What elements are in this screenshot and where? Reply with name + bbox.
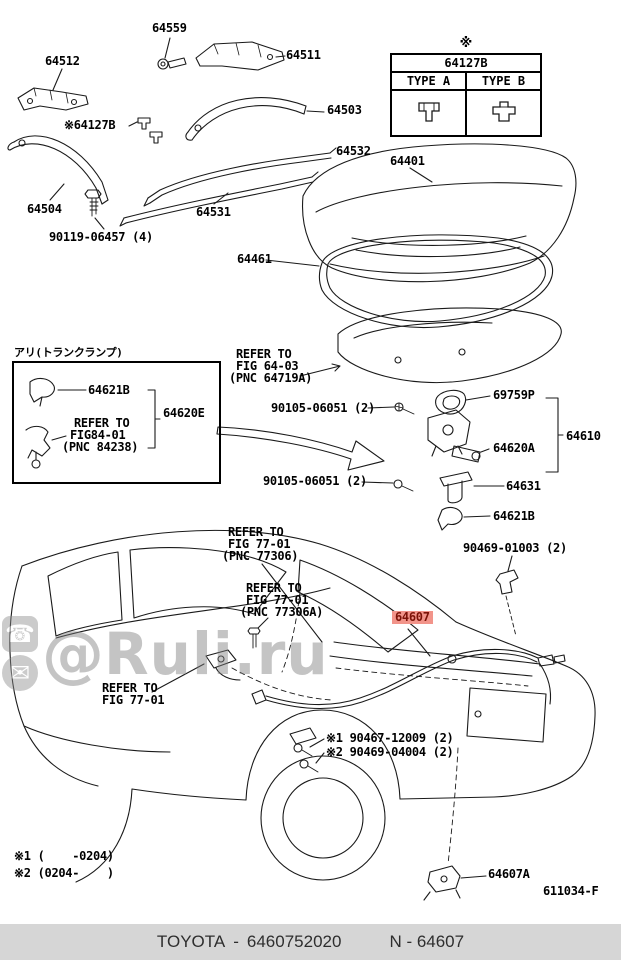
refer-leader-lines xyxy=(151,563,323,693)
part-label-lamp-64621b: 64621B xyxy=(88,383,130,397)
bracket-64607a-drawing xyxy=(423,865,487,901)
footer-brand: TOYOTA xyxy=(156,932,226,951)
part-label-b64401: 64401 xyxy=(390,154,425,168)
footer-bar: TOYOTA - 6460752020 N - 64607 xyxy=(0,924,621,960)
hinge-64504-drawing xyxy=(7,135,109,205)
hinge-64503-drawing xyxy=(185,97,325,141)
part-label-s90105a: 90105-06051 (2) xyxy=(271,401,375,415)
part-label-s90119: 90119-06457 (4) xyxy=(49,230,153,244)
part-label-b69759p: 69759P xyxy=(493,388,535,402)
clip-type-table: ※ 64127B TYPE A TYPE B xyxy=(390,36,542,137)
trunk-trim-panel-drawing xyxy=(299,307,562,384)
bracket-64512-drawing xyxy=(17,68,89,111)
part-label-r64c: (PNC 64719A) xyxy=(229,371,313,385)
part-label-r77b3: (PNC 77306A) xyxy=(240,605,324,619)
bolt-90119-drawing xyxy=(84,189,105,230)
part-label-b64512: 64512 xyxy=(45,54,80,68)
type-table-part-number: 64127B xyxy=(390,53,542,73)
cable-screws-drawing xyxy=(289,727,325,773)
type-table-asterisk: ※ xyxy=(459,36,473,51)
clip-90469-drawing xyxy=(495,555,519,637)
footer-separator: - xyxy=(233,932,239,951)
part-label-b64631: 64631 xyxy=(506,479,541,493)
part-label-r77c2: FIG 77-01 xyxy=(102,693,165,707)
part-label-b64503: 64503 xyxy=(327,103,362,117)
part-label-lamp-title: アリ(トランクランプ) xyxy=(14,346,123,359)
type-a-header: TYPE A xyxy=(390,71,467,91)
part-label-r77a3: (PNC 77306) xyxy=(222,549,299,563)
footer-catalog-code: N - 64607 xyxy=(389,932,465,951)
small-screw-drawing xyxy=(247,627,261,649)
bracket-64511-drawing xyxy=(195,41,286,71)
part-label-r64a: REFER TO xyxy=(236,347,292,361)
part-label-b64607a: 64607A xyxy=(488,867,530,881)
pin-64559-drawing xyxy=(157,37,187,70)
part-label-n1range: ※1 ( -0204) xyxy=(14,849,114,863)
part-label-n1part: ※1 90467-12009 (2) xyxy=(326,731,454,745)
part-label-b64559: 64559 xyxy=(152,21,187,35)
part-label-b64620a: 64620A xyxy=(493,441,535,455)
weatherstrip-64461-drawing xyxy=(265,234,554,329)
lock-parts-drawing xyxy=(361,389,564,531)
part-label-b64532: 64532 xyxy=(336,144,371,158)
type-b-clip-icon xyxy=(491,100,516,122)
part-label-s90105b: 90105-06051 (2) xyxy=(263,474,367,488)
part-label-b64620e: 64620E xyxy=(163,406,205,420)
part-label-r77b2: FIG 77-01 xyxy=(246,593,309,607)
part-label-r84a: REFER TO xyxy=(74,416,130,430)
clips-64127b-drawing xyxy=(128,117,163,144)
type-b-header: TYPE B xyxy=(465,71,542,91)
footer-part-number: 6460752020 xyxy=(246,932,342,951)
lamp-clip-parts-drawing xyxy=(25,377,161,469)
part-label-r84c: (PNC 84238) xyxy=(62,440,139,454)
part-label-r64b: FIG 64-03 xyxy=(236,359,299,373)
part-label-r77c1: REFER TO xyxy=(102,681,158,695)
part-label-r77a2: FIG 77-01 xyxy=(228,537,291,551)
part-label-n2part: ※2 90469-04004 (2) xyxy=(326,745,454,759)
part-label-hl64607[interactable]: 64607 xyxy=(392,611,433,624)
type-a-cell xyxy=(390,89,467,137)
part-label-b64511: 64511 xyxy=(286,48,321,62)
part-label-figcode: 611034-F xyxy=(543,884,599,898)
part-label-b64461: 64461 xyxy=(237,252,272,266)
part-label-r77a1: REFER TO xyxy=(228,525,284,539)
cable-64607-drawing xyxy=(251,628,566,710)
part-label-c90469: 90469-01003 (2) xyxy=(463,541,567,555)
part-label-b64531: 64531 xyxy=(196,205,231,219)
part-label-n2range: ※2 (0204- ) xyxy=(14,866,114,880)
part-label-n64127b: ※64127B xyxy=(64,118,116,132)
car-body-drawing xyxy=(9,529,596,883)
torsion-bar-64531-drawing xyxy=(119,171,319,227)
type-a-clip-icon xyxy=(417,101,440,122)
part-label-r84b: FIG84-01 xyxy=(70,428,126,442)
part-label-r77b1: REFER TO xyxy=(246,581,302,595)
type-b-cell xyxy=(465,89,542,137)
part-label-b64504: 64504 xyxy=(27,202,62,216)
part-label-b64610: 64610 xyxy=(566,429,601,443)
trunk-lid-64401-drawing xyxy=(301,143,577,283)
release-handle-drawing xyxy=(205,649,241,681)
direction-arrow-drawing xyxy=(216,426,385,471)
torsion-bar-64532-drawing xyxy=(143,147,337,207)
trunk-lamp-note-box xyxy=(12,361,221,484)
part-label-lock-64621b: 64621B xyxy=(493,509,535,523)
